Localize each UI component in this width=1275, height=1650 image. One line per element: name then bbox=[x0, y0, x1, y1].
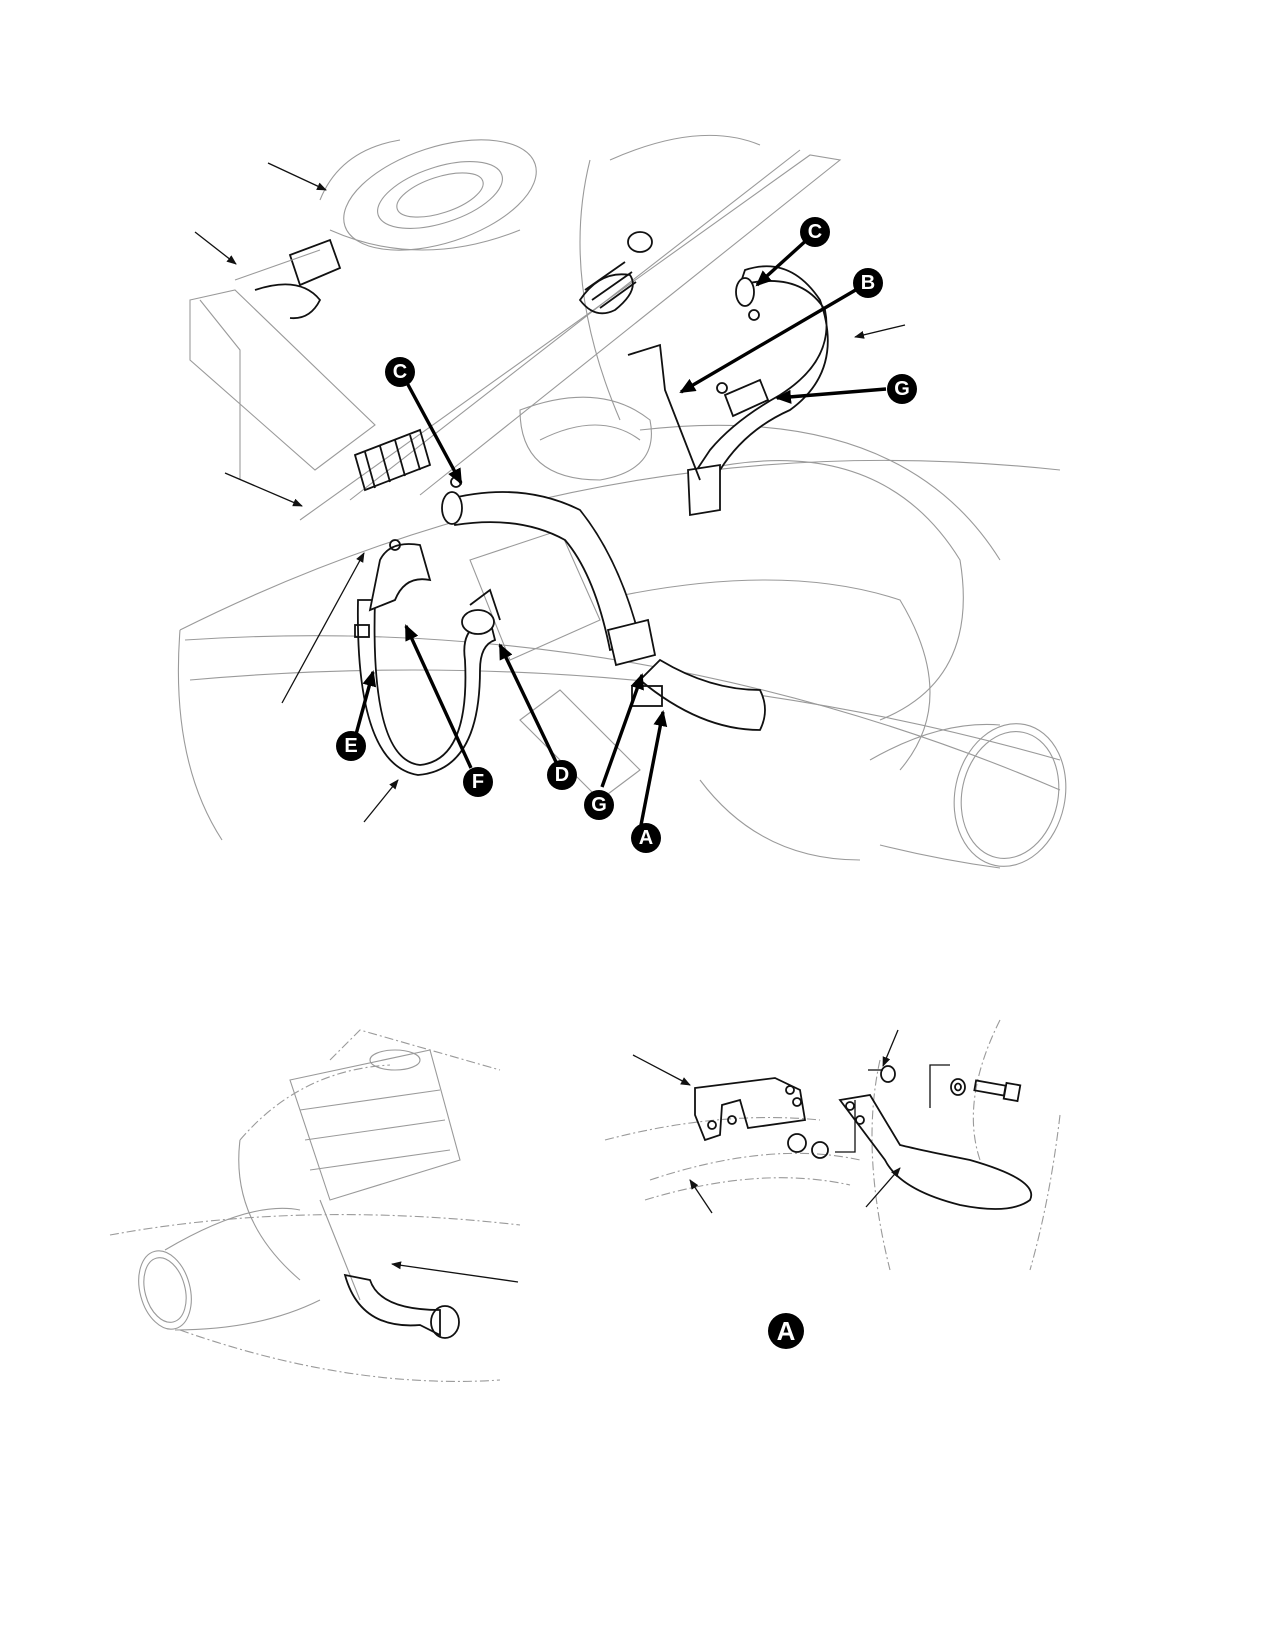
lower-bellows bbox=[353, 428, 432, 492]
callout-d: D bbox=[547, 760, 577, 790]
u-shaped-hose bbox=[356, 599, 497, 776]
callout-a: A bbox=[631, 823, 661, 853]
callout-g-right: G bbox=[887, 374, 917, 404]
svg-text:D: D bbox=[555, 764, 569, 786]
svg-text:C: C bbox=[393, 361, 407, 383]
strap-band bbox=[838, 1094, 1033, 1210]
svg-text:B: B bbox=[861, 272, 875, 294]
callout-f: F bbox=[463, 767, 493, 797]
svg-text:E: E bbox=[344, 735, 357, 757]
leader-lines bbox=[194, 162, 906, 823]
callout-c-top: C bbox=[800, 217, 830, 247]
bolt bbox=[973, 1079, 1007, 1097]
overview-view bbox=[109, 1029, 521, 1382]
callout-e: E bbox=[336, 731, 366, 761]
nut bbox=[787, 1133, 807, 1153]
air-intake-silencer bbox=[234, 139, 537, 320]
svg-text:C: C bbox=[808, 221, 822, 243]
upper-bellows bbox=[578, 231, 653, 315]
callout-arrows bbox=[353, 235, 887, 826]
detail-a-label: A bbox=[768, 1313, 804, 1349]
mounting-bracket bbox=[694, 1077, 807, 1142]
hose-clamps bbox=[354, 309, 760, 707]
outlet-hose bbox=[638, 658, 766, 731]
callout-g-bottom: G bbox=[584, 790, 614, 820]
hull-outline bbox=[177, 134, 1061, 861]
overview-hose bbox=[343, 1273, 441, 1337]
svg-text:F: F bbox=[472, 771, 484, 793]
callout-c-left: C bbox=[385, 357, 415, 387]
svg-text:A: A bbox=[777, 1316, 796, 1346]
main-engine-view: C B G C D E F G A bbox=[177, 134, 1067, 869]
washer bbox=[950, 1078, 966, 1096]
svg-text:A: A bbox=[639, 827, 653, 849]
svg-text:G: G bbox=[894, 378, 910, 400]
detail-a-view: A bbox=[604, 1019, 1061, 1349]
svg-text:G: G bbox=[591, 794, 607, 816]
exhaust-pipe bbox=[869, 723, 1067, 869]
cooling-hoses bbox=[356, 265, 829, 776]
callout-b: B bbox=[853, 268, 883, 298]
